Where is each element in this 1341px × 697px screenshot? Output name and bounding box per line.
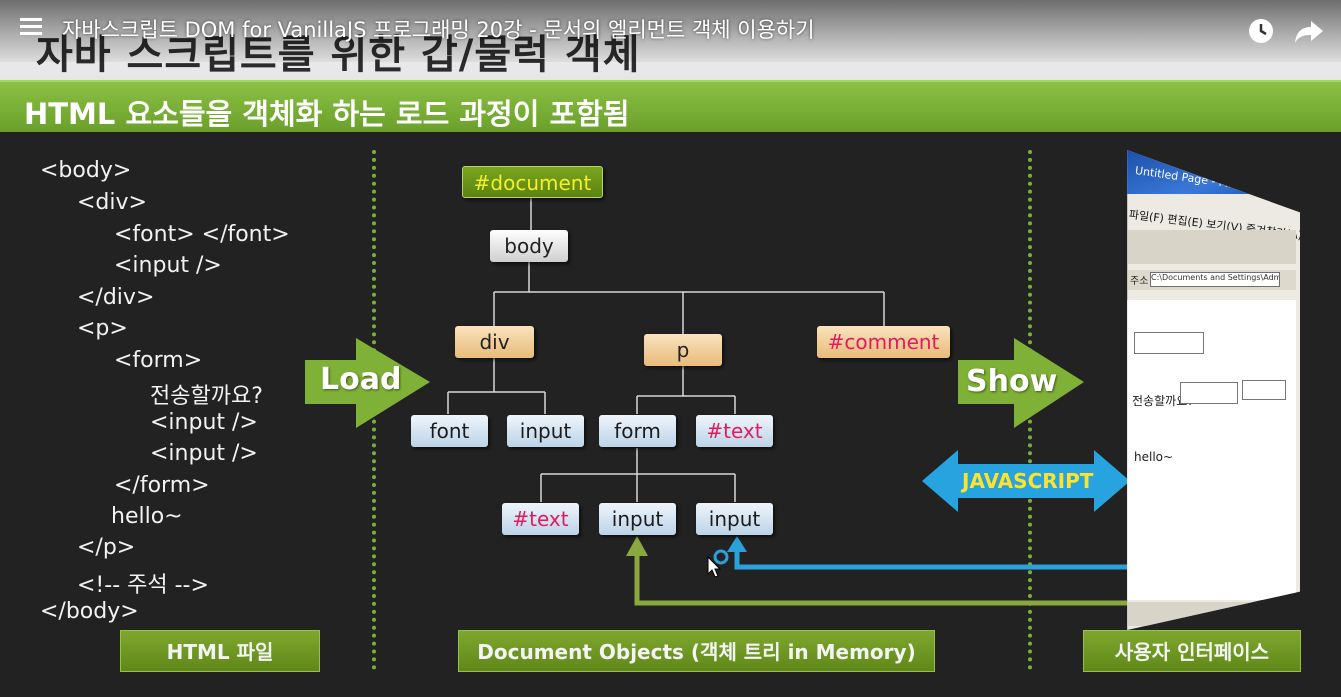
node-input: input bbox=[507, 415, 584, 447]
node-comment: #comment bbox=[817, 326, 950, 358]
load-arrow bbox=[305, 338, 430, 428]
code-line: </form> bbox=[114, 473, 210, 498]
code-line: <input /> bbox=[114, 253, 222, 278]
address-label: 주소 bbox=[1130, 276, 1149, 287]
footer-html-file: HTML 파일 bbox=[120, 630, 320, 672]
browser-window: Untitled Page - Microsoft Internet Explo… bbox=[1127, 150, 1300, 630]
javascript-label: JAVASCRIPT bbox=[962, 469, 1094, 493]
code-line: <!-- 주석 --> bbox=[77, 573, 209, 598]
code-line: </div> bbox=[77, 285, 155, 310]
code-line: hello~ bbox=[111, 504, 183, 529]
load-label: Load bbox=[320, 362, 402, 397]
show-arrow bbox=[958, 338, 1084, 428]
node-div: div bbox=[455, 326, 534, 358]
browser-text-input bbox=[1242, 380, 1286, 400]
browser-hello-text: hello~ bbox=[1134, 450, 1174, 464]
code-line: <input /> bbox=[150, 441, 258, 466]
node-form: form bbox=[599, 415, 676, 447]
address-input: C:\Documents and Settings\Administrator bbox=[1150, 272, 1280, 287]
clock-icon[interactable] bbox=[1247, 17, 1275, 45]
browser-form-label: 전송할까요? bbox=[1132, 394, 1194, 408]
node-font: font bbox=[411, 415, 488, 447]
code-line: <p> bbox=[77, 316, 128, 341]
browser-window-illustration: Untitled Page - Microsoft Internet Explo… bbox=[1120, 150, 1300, 635]
mouse-cursor bbox=[707, 555, 722, 578]
node-body: body bbox=[490, 230, 568, 262]
code-line: <form> bbox=[114, 348, 203, 373]
hamburger-menu-icon[interactable] bbox=[20, 18, 42, 38]
share-arrow-icon[interactable] bbox=[1293, 17, 1325, 45]
footer-document-objects: Document Objects (객체 트리 in Memory) bbox=[458, 630, 935, 672]
show-label: Show bbox=[966, 364, 1058, 399]
code-line: <body> bbox=[40, 158, 132, 183]
video-title[interactable]: 자바스크립트 DOM for VanillaJS 프로그래밍 20강 - 문서의… bbox=[62, 18, 815, 42]
code-line: 전송할까요? bbox=[150, 384, 263, 409]
code-line: </body> bbox=[40, 599, 139, 624]
browser-toolbar bbox=[1128, 230, 1296, 264]
code-line: </p> bbox=[77, 535, 136, 560]
video-title-bar: 자바스크립트 DOM for VanillaJS 프로그래밍 20강 - 문서의… bbox=[0, 0, 1341, 62]
browser-text-input bbox=[1134, 332, 1204, 354]
browser-text-input bbox=[1180, 382, 1238, 404]
subtitle-banner: HTML 요소들을 객체화 하는 로드 과정이 포함됨 bbox=[0, 80, 1341, 132]
banner-text: HTML 요소들을 객체화 하는 로드 과정이 포함됨 bbox=[24, 97, 630, 131]
code-line: <div> bbox=[77, 190, 147, 215]
node-p: p bbox=[644, 334, 722, 366]
browser-address-bar: 주소 C:\Documents and Settings\Administrat… bbox=[1128, 270, 1296, 290]
node-input: input bbox=[599, 503, 676, 535]
browser-titlebar: Untitled Page - Microsoft Internet Explo… bbox=[1127, 150, 1300, 209]
browser-statusbar bbox=[1127, 602, 1296, 626]
node-text: #text bbox=[696, 415, 773, 447]
code-line: <input /> bbox=[150, 410, 258, 435]
link-marker bbox=[713, 549, 729, 565]
node-document: #document bbox=[462, 166, 603, 198]
footer-user-interface: 사용자 인터페이스 bbox=[1083, 630, 1301, 672]
node-input: input bbox=[696, 503, 773, 535]
code-line: <font> </font> bbox=[114, 222, 290, 247]
javascript-arrow bbox=[922, 450, 1130, 512]
node-text: #text bbox=[502, 503, 579, 535]
browser-content: 전송할까요? hello~ bbox=[1127, 300, 1296, 600]
